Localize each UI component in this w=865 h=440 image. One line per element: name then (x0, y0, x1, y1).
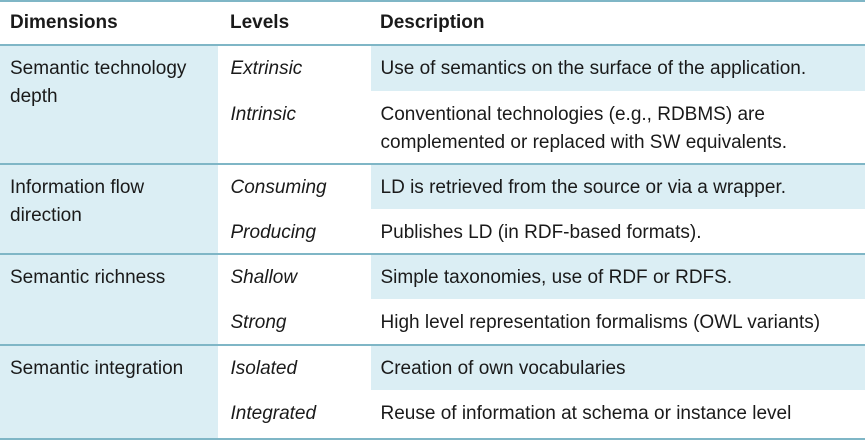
level-cell: Extrinsic (218, 45, 370, 92)
description-cell: Simple taxonomies, use of RDF or RDFS. (369, 254, 865, 300)
description-cell: LD is retrieved from the source or via a… (369, 163, 865, 210)
table-row: Intrinsic Conventional technologies (e.g… (0, 91, 865, 165)
description-cell: Publishes LD (in RDF-based formats). (369, 209, 865, 255)
description-cell: Reuse of information at schema or instan… (369, 390, 865, 440)
table-row: Information flow direction Consuming LD … (0, 163, 865, 255)
level-cell: Intrinsic (218, 91, 370, 165)
header-description: Description (370, 0, 865, 46)
header-levels: Levels (218, 0, 370, 46)
level-cell: Shallow (218, 254, 370, 300)
header-row: Dimensions Levels Description (0, 0, 865, 46)
header-dimensions: Dimensions (0, 0, 218, 46)
table-row: Semantic richness Shallow Simple taxonom… (0, 254, 865, 346)
table-row: Producing Publishes LD (in RDF-based for… (0, 209, 865, 255)
table-row: Semantic integration Isolated Creation o… (0, 345, 865, 440)
level-cell: Strong (218, 299, 370, 346)
description-cell: Creation of own vocabularies (369, 345, 865, 391)
level-cell: Producing (218, 209, 370, 255)
description-cell: Use of semantics on the surface of the a… (369, 45, 865, 92)
level-cell: Consuming (218, 163, 370, 210)
level-cell: Integrated (218, 390, 370, 440)
dimension-cell: Semantic technology depth (0, 45, 219, 165)
dimension-cell: Semantic richness (0, 254, 219, 346)
table-row: Strong High level representation formali… (0, 299, 865, 346)
level-cell: Isolated (218, 345, 370, 391)
description-cell: Conventional technologies (e.g., RDBMS) … (369, 91, 865, 165)
dimension-cell: Information flow direction (0, 163, 219, 255)
table-row: Semantic technology depth Extrinsic Use … (0, 45, 865, 165)
dimension-cell: Semantic integration (0, 345, 219, 440)
description-cell: High level representation formalisms (OW… (369, 299, 865, 346)
